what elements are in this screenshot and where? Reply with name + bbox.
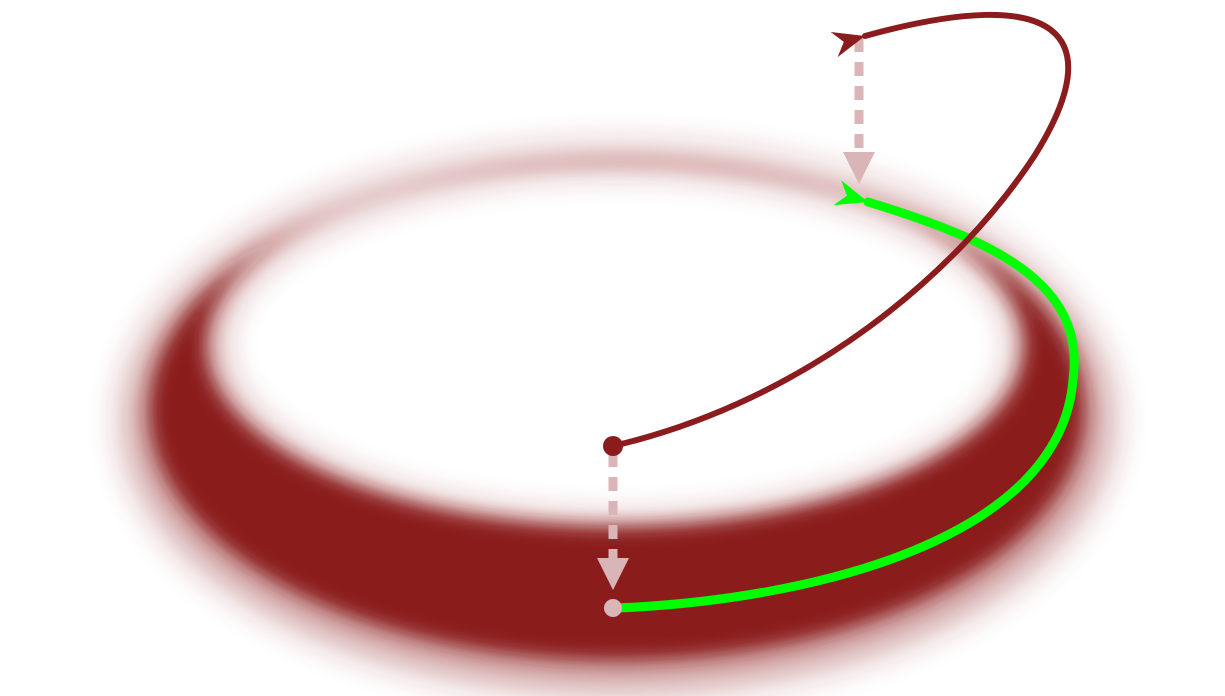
- ring-manifold: [124, 149, 1112, 691]
- start-point: [603, 436, 623, 456]
- projection-arrow-start: [597, 453, 629, 590]
- ring-band: [150, 160, 1084, 660]
- projected-trajectory: [612, 180, 1079, 613]
- lifted-trajectory: [610, 11, 1072, 449]
- projected-start-point: [604, 599, 622, 617]
- projection-arrow-end: [843, 38, 875, 184]
